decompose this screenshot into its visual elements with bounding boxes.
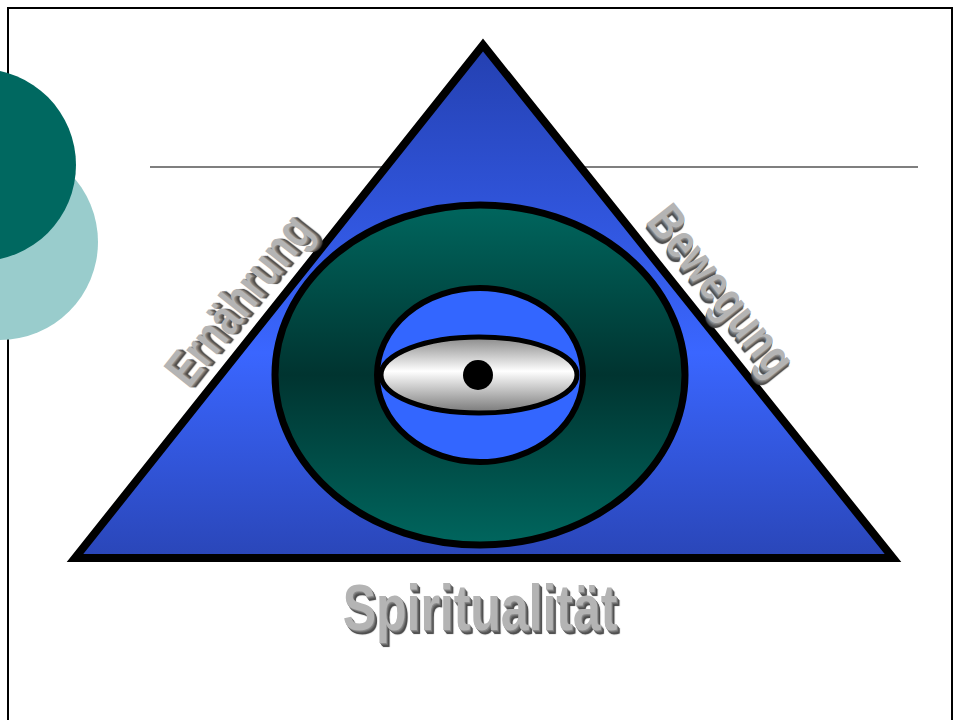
eye-shape xyxy=(381,337,577,413)
slide-frame xyxy=(8,8,952,720)
pyramid-triangle xyxy=(75,45,893,558)
inner-circle xyxy=(377,288,583,462)
deco-circle-dark xyxy=(0,69,76,261)
outer-ring xyxy=(275,205,685,545)
eye-pupil xyxy=(463,360,493,390)
base-label: Spiritualität xyxy=(343,576,618,640)
